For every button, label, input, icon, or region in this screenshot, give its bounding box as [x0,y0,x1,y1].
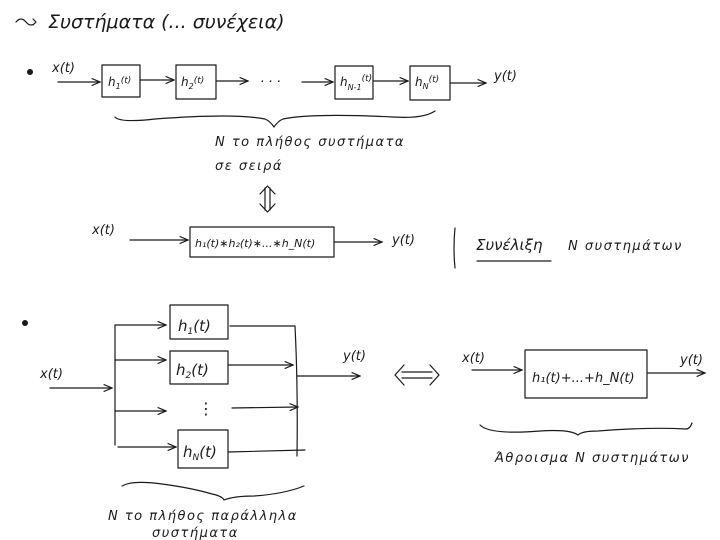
series-note-line2: σε σειρά [215,159,283,174]
svg-text:hN-1(t): hN-1(t) [340,74,372,92]
series-ellipsis: · · · [260,75,281,90]
conv-input-label: x(t) [91,223,115,238]
series-input-label: x(t) [51,61,75,76]
convolution-keyword: Συνέλιξη [476,236,543,254]
page-title: Συστήματα (... συνέχεια) [48,11,285,33]
parallel-block-h1: h1(t) [169,304,229,340]
parallel-input-label: x(t) [39,367,63,382]
parallel-brace [121,481,305,501]
series-block-h2: h2(t) [175,64,217,100]
sum-annotation: Άθροισμα N συστημάτων [494,451,690,466]
svg-text:h1(t): h1(t) [108,75,131,91]
parallel-note-line1: N το πλήθος παράλληλα [108,509,298,524]
svg-text:h2(t): h2(t) [181,75,204,91]
bullet-point [27,69,33,75]
svg-text:hN(t): hN(t) [415,75,439,91]
parallel-output-label: y(t) [342,349,366,364]
svg-text:h₁(t)∗h₂(t)∗...∗h_N(t): h₁(t)∗h₂(t)∗...∗h_N(t) [195,237,315,250]
series-block-hN-1: hN-1(t) [334,65,374,100]
sum-output-label: y(t) [679,353,703,368]
series-section: x(t) h1(t) h2(t) · · · hN-1(t) hN(t) y(t… [27,61,683,269]
parallel-vertical-ellipsis: ⋮ [198,399,214,418]
bullet-point [22,320,28,326]
double-vertical-arrow-icon [259,185,276,213]
double-horizontal-arrow-icon [394,364,440,386]
series-output-label: y(t) [493,69,517,84]
parallel-note-line2: συστήματα [152,526,239,540]
title-row: Συστήματα (... συνέχεια) [15,11,285,33]
series-note-line1: N το πλήθος συστήματα [215,135,405,150]
series-block-hN: hN(t) [409,65,451,101]
sum-input-label: x(t) [461,351,485,366]
annotation-divider [453,227,456,269]
conv-output-label: y(t) [391,233,415,248]
parallel-block-h2: h2(t) [169,350,229,385]
sum-block: h₁(t)+...+h_N(t) [524,349,648,399]
parallel-block-hN: hN(t) [177,429,229,469]
svg-text:h₁(t)+...+h_N(t): h₁(t)+...+h_N(t) [532,371,635,386]
series-block-h1: h1(t) [101,64,141,98]
svg-text:h1(t): h1(t) [178,317,211,337]
parallel-summer [294,325,298,457]
svg-text:hN(t): hN(t) [183,443,217,463]
tilde-arrow-icon [15,18,37,26]
convolution-annotation: N συστημάτων [568,239,683,254]
sum-brace [479,422,693,436]
series-brace [114,110,436,128]
parallel-section: x(t) h1(t) h2(t) ⋮ hN(t) y(t) [22,304,705,540]
svg-text:h2(t): h2(t) [176,361,209,381]
convolution-block: h₁(t)∗h₂(t)∗...∗h_N(t) [189,226,335,258]
